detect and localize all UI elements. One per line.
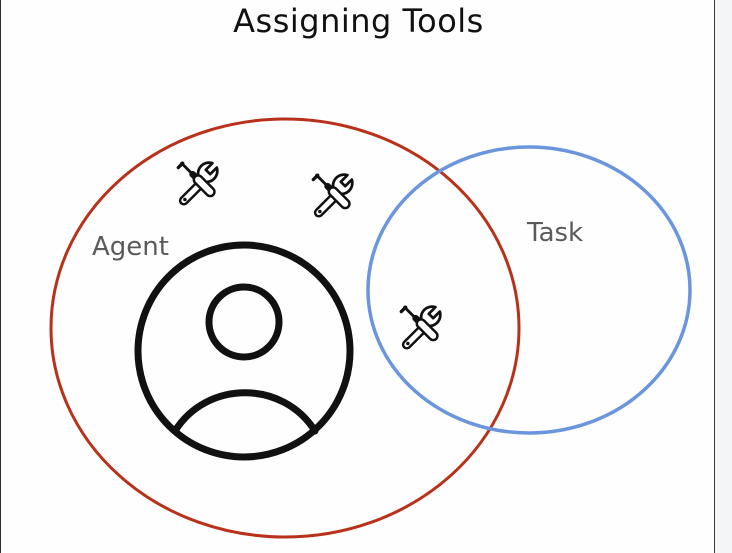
venn-diagram [49, 117, 692, 539]
tool-icon-agent-1 [178, 163, 217, 202]
agent-circle [49, 117, 521, 539]
tool-icon-shared [401, 307, 440, 346]
side-strip [715, 0, 732, 553]
diagram-title: Assigning Tools [233, 2, 484, 40]
task-circle [366, 145, 692, 435]
person-icon [134, 241, 354, 461]
diagram-slide: Assigning Tools [0, 0, 715, 553]
task-label: Task [527, 218, 584, 248]
agent-label: Agent [92, 232, 169, 262]
tool-icon-agent-2 [313, 175, 352, 214]
